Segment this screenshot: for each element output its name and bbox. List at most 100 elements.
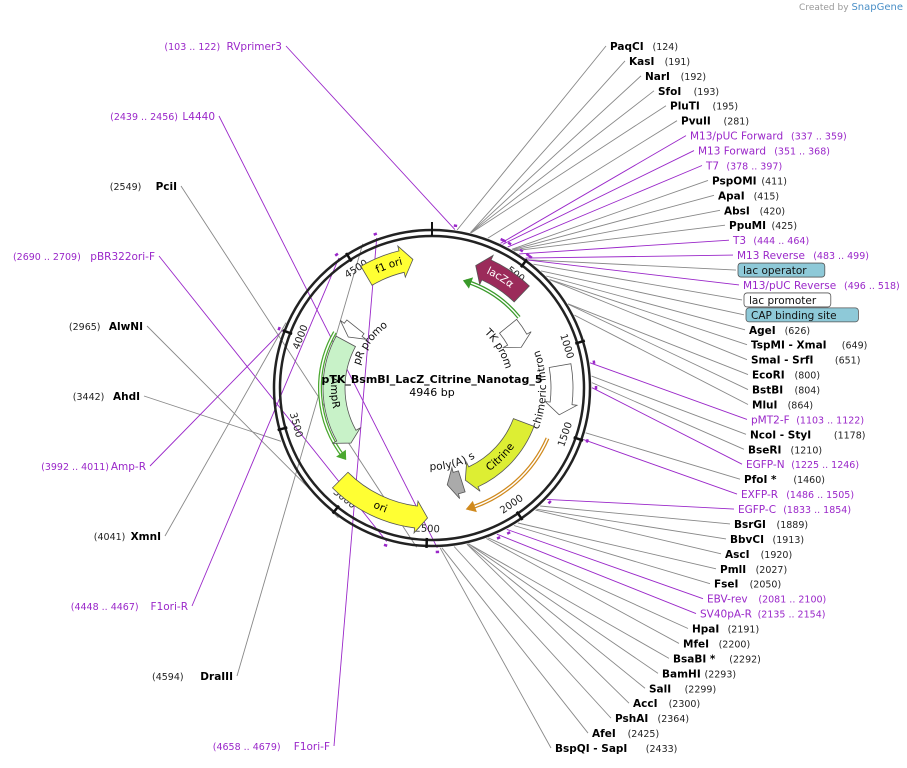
site-position: (2191) — [728, 625, 760, 636]
site-label[interactable]: BsrGI(1889) — [734, 519, 808, 531]
site-label[interactable]: M13/pUC Reverse(496 .. 518) — [743, 280, 900, 292]
enzyme-name: SalI — [649, 683, 671, 695]
site-label[interactable]: AgeI(626) — [749, 325, 810, 337]
enzyme-name: MfeI — [683, 638, 709, 650]
site-label[interactable]: PfoI * (1460) — [744, 474, 825, 486]
snapgene-logo: SnapGene — [851, 2, 903, 13]
site-label[interactable]: M13 Reverse(483 .. 499) — [737, 250, 869, 262]
site-label[interactable]: SfoI(193) — [658, 86, 719, 98]
enzyme-name: AbsI — [724, 205, 750, 217]
site-label[interactable]: BbvCI(1913) — [730, 534, 804, 546]
site-position: (1460) — [793, 475, 825, 486]
site-label[interactable]: EcoRI(800) — [752, 370, 820, 382]
enzyme-name: AgeI — [749, 325, 776, 337]
enzyme-name: DraIII — [200, 671, 233, 683]
site-label[interactable]: BsaBI *(2292) — [673, 653, 761, 665]
site-label[interactable]: PciI(2549) — [110, 181, 177, 193]
site-label[interactable]: EGFP-C(1833 .. 1854) — [738, 504, 851, 516]
site-label[interactable]: TspMI - XmaI(649) — [751, 340, 867, 352]
label-leader — [533, 263, 743, 301]
primer-name: L4440 — [182, 111, 215, 123]
site-position: (1225 .. 1246) — [791, 460, 859, 471]
site-label[interactable]: PspOMI(411) — [712, 175, 787, 187]
primer-name: EBV-rev — [707, 594, 748, 606]
site-label[interactable]: AhdI(3442) — [73, 391, 140, 403]
site-label[interactable]: PvuII(281) — [681, 116, 749, 128]
site-label[interactable]: SalI(2299) — [649, 683, 716, 695]
primer-name: F1ori-F — [294, 741, 330, 753]
site-label[interactable]: HpaI(2191) — [692, 624, 759, 636]
enzyme-name: PfoI * — [744, 474, 777, 486]
site-label[interactable]: NarI(192) — [645, 71, 706, 83]
label-leader — [164, 322, 287, 537]
feature-tag-label: lac operator — [743, 265, 807, 277]
site-label[interactable]: BstBI(804) — [752, 385, 820, 397]
site-label[interactable]: T7(378 .. 397) — [705, 160, 782, 172]
site-position: (411) — [761, 176, 787, 187]
plasmid-size: 4946 bp — [409, 386, 454, 399]
site-label[interactable]: SV40pA-R(2135 .. 2154) — [700, 609, 825, 621]
feature-tag-box — [737, 262, 826, 278]
site-label[interactable]: Amp-R(3992 .. 4011) — [41, 461, 146, 473]
site-label[interactable]: pBR322ori-F(2690 .. 2709) — [13, 251, 155, 263]
site-label[interactable]: ApaI(415) — [718, 190, 779, 202]
site-label[interactable]: PluTI(195) — [670, 101, 738, 113]
site-label[interactable]: PshAI(2364) — [615, 713, 689, 725]
site-label[interactable]: AlwNI(2965) — [69, 321, 143, 333]
site-label[interactable]: NcoI - StyI(1178) — [750, 429, 865, 441]
feature-label-text: AmpR promoter — [0, 0, 390, 367]
site-position: (4448 .. 4467) — [71, 602, 139, 613]
site-label[interactable]: AfeI(2425) — [592, 728, 659, 740]
site-label[interactable]: BamHI(2293) — [662, 668, 736, 680]
tick-label: 2000 — [498, 493, 525, 516]
site-label[interactable]: F1ori-F(4658 .. 4679) — [213, 741, 330, 753]
site-label[interactable]: CAP binding site — [745, 307, 859, 323]
site-label[interactable]: pMT2-F(1103 .. 1122) — [751, 414, 864, 426]
site-label[interactable]: XmnI(4041) — [94, 531, 161, 543]
label-leader — [507, 165, 703, 248]
site-position: (1178) — [834, 430, 866, 441]
primer-mark — [528, 254, 533, 259]
site-label[interactable]: T3(444 .. 464) — [732, 235, 809, 247]
site-position: (2439 .. 2456) — [110, 112, 178, 123]
tick-mark — [574, 339, 586, 345]
site-label[interactable]: MfeI (2200) — [683, 638, 750, 650]
site-label[interactable]: RVprimer3(103 .. 122) — [164, 41, 282, 53]
feature-arrow — [322, 335, 362, 444]
label-leader — [496, 533, 697, 614]
label-leader — [512, 194, 715, 251]
site-position: (1486 .. 1505) — [786, 490, 854, 501]
site-label[interactable]: PmlI(2027) — [720, 564, 787, 576]
orf-arcs — [318, 277, 550, 513]
site-label[interactable]: EBV-rev(2081 .. 2100) — [707, 594, 826, 606]
site-label[interactable]: PaqCI(124) — [610, 41, 678, 53]
site-position: (1913) — [773, 535, 805, 546]
primer-mark — [507, 241, 512, 246]
site-label[interactable]: AbsI(420) — [724, 205, 785, 217]
site-label[interactable]: AscI(1920) — [725, 549, 792, 561]
tick-mark — [515, 511, 524, 521]
site-label[interactable]: SmaI - SrfI(651) — [751, 355, 860, 367]
site-label[interactable]: M13 Forward(351 .. 368) — [698, 146, 830, 158]
site-label[interactable]: lac operator — [737, 262, 826, 278]
site-label[interactable]: FseI(2050) — [714, 579, 781, 591]
site-label[interactable]: AccI(2300) — [633, 698, 700, 710]
enzyme-name: TspMI - XmaI — [751, 340, 827, 352]
site-label[interactable]: DraIII(4594) — [152, 671, 233, 683]
site-label[interactable]: EGFP-N(1225 .. 1246) — [746, 459, 859, 471]
site-label[interactable]: EXFP-R(1486 .. 1505) — [741, 489, 854, 501]
site-label[interactable]: PpuMI(425) — [729, 220, 797, 232]
site-label[interactable]: KasI(191) — [629, 56, 690, 68]
site-label[interactable]: F1ori-R(4448 .. 4467) — [71, 601, 188, 613]
site-label[interactable]: M13/pUC Forward(337 .. 359) — [690, 131, 847, 143]
site-label[interactable]: L4440 (2439 .. 2456) — [110, 111, 215, 123]
site-position: (864) — [788, 400, 814, 411]
tick-mark — [345, 252, 353, 263]
site-label[interactable]: BspQI - SapI(2433) — [555, 743, 677, 755]
tick-label: 3500 — [287, 411, 304, 438]
site-position: (2200) — [719, 639, 751, 650]
site-label[interactable]: lac promoter — [743, 292, 832, 308]
site-label[interactable]: MluI(864) — [752, 399, 813, 411]
feature-tag-box — [743, 292, 832, 308]
site-label[interactable]: BseRI(1210) — [748, 444, 822, 456]
